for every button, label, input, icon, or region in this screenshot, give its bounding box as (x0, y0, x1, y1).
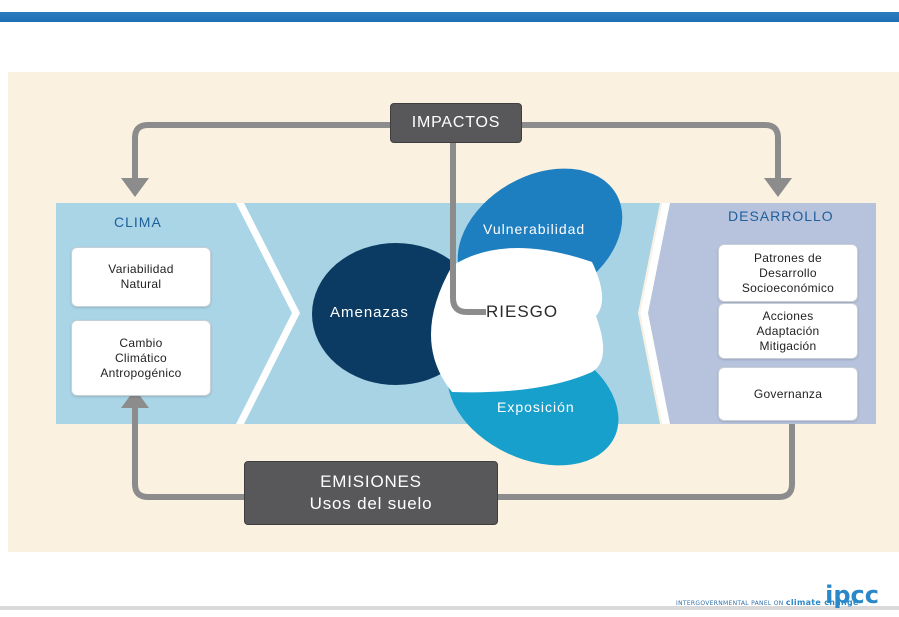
variabilidad-natural-box: Variabilidad Natural (71, 247, 211, 307)
arrowhead-clima (121, 178, 149, 197)
riesgo-center (431, 247, 604, 393)
exposicion-label: Exposición (497, 399, 575, 415)
emisiones-box: EMISIONES Usos del suelo (244, 461, 498, 525)
impactos-to-riesgo-connector (450, 142, 486, 315)
emisiones-to-clima-connector (132, 408, 245, 500)
desarrollo-to-emisiones-connector (497, 424, 795, 500)
governanza-box: Governanza (718, 367, 858, 421)
arrowhead-desarrollo (764, 178, 792, 197)
impactos-to-desarrollo-connector (520, 122, 781, 178)
ipcc-logo: ipcc (825, 581, 879, 609)
riesgo-label: RIESGO (486, 302, 559, 321)
footer-divider (0, 606, 899, 610)
patrones-desarrollo-box: Patrones de Desarrollo Socioeconómico (718, 244, 858, 302)
ipcc-tagline-prefix: INTERGOVERNMENTAL PANEL ON (676, 600, 784, 607)
amenazas-label: Amenazas (330, 304, 409, 321)
ipcc-tagline: INTERGOVERNMENTAL PANEL ON climate chang… (676, 598, 859, 607)
impactos-box: IMPACTOS (390, 103, 522, 143)
desarrollo-title: DESARROLLO (728, 208, 834, 224)
right-chevron (640, 203, 670, 424)
vulnerabilidad-label: Vulnerabilidad (483, 221, 586, 237)
arrowhead-clima-up (121, 389, 149, 408)
impactos-to-clima-connector (132, 122, 390, 178)
emisiones-label: EMISIONES (320, 472, 422, 491)
acciones-box: Acciones Adaptación Mitigación (718, 303, 858, 359)
ipcc-tagline-emphasis: climate change (785, 598, 859, 607)
usos-suelo-label: Usos del suelo (309, 494, 433, 513)
impactos-label: IMPACTOS (411, 114, 501, 131)
clima-title: CLIMA (114, 214, 162, 230)
cambio-climatico-box: Cambio Climático Antropogénico (71, 320, 211, 396)
header-bar (0, 12, 899, 22)
